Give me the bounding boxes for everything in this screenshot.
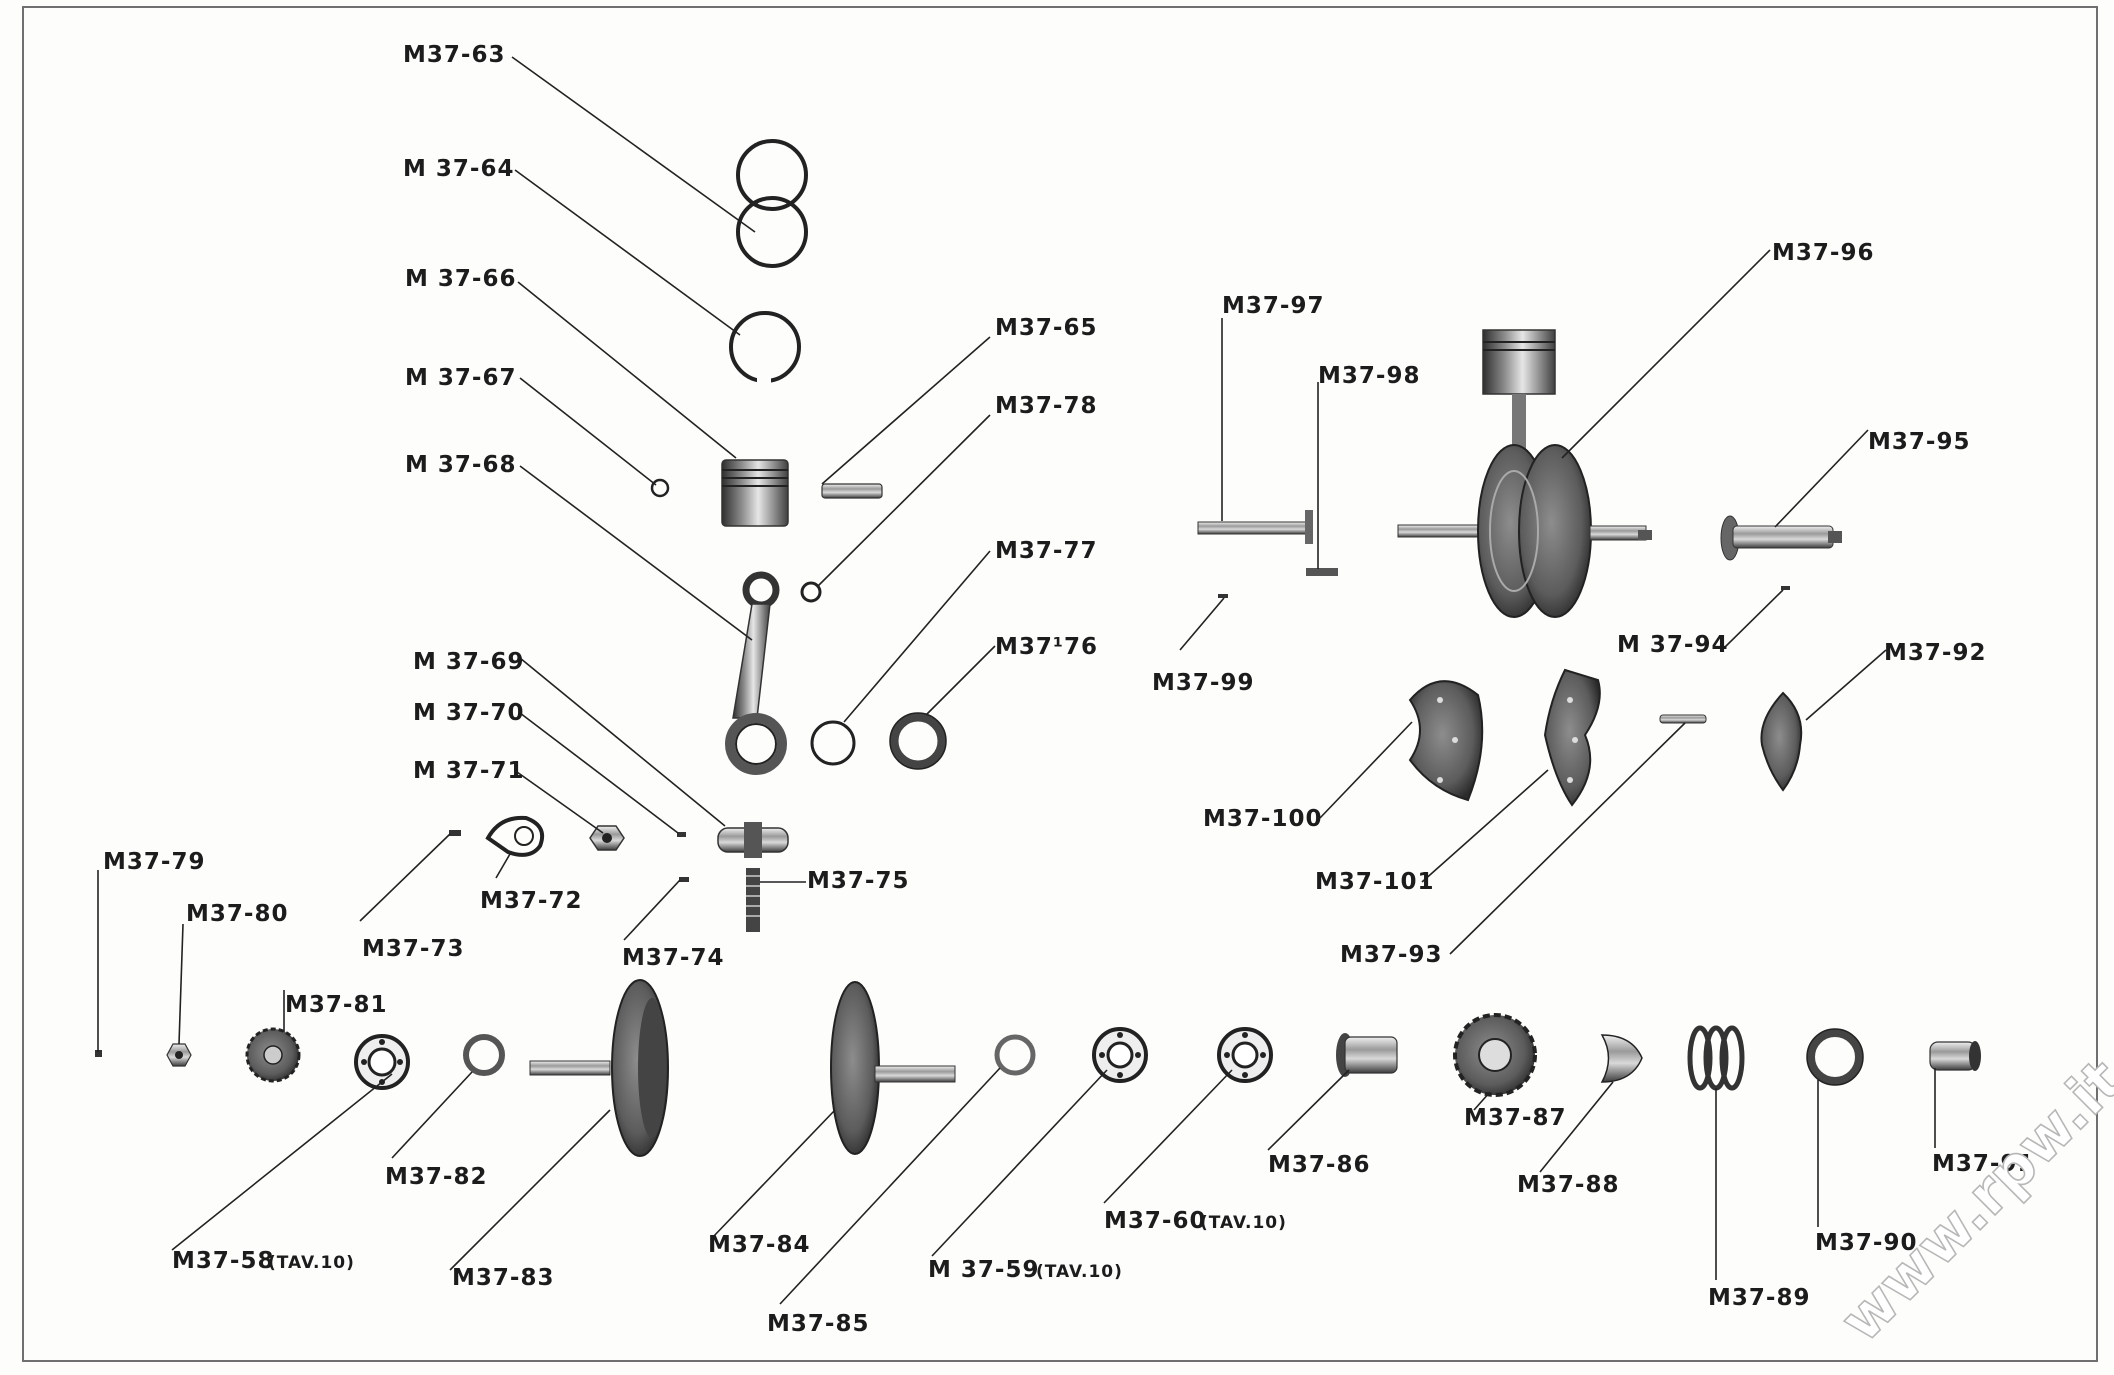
- label-M37-70: M 37-70: [413, 700, 524, 726]
- label-M37-100: M37-100: [1203, 806, 1322, 832]
- label-M37-63: M37-63: [403, 42, 505, 68]
- part-rocker-shaft-assembly: [717, 822, 789, 932]
- part-counterweight-100: [1408, 680, 1484, 802]
- label-M37-81: M37-81: [285, 992, 387, 1018]
- part-bearing-58: [354, 1034, 410, 1090]
- leader-lines: [97, 56, 1936, 1305]
- part-counterweight-92: [1760, 691, 1803, 792]
- label-M37-83: M37-83: [452, 1265, 554, 1291]
- part-small-pin-74: [679, 877, 689, 882]
- label-M37-96: M37-96: [1772, 240, 1874, 266]
- part-bracket-72: [485, 815, 545, 857]
- label-M37-97: M37-97: [1222, 293, 1324, 319]
- label-M37-59-ref: (TAV.10): [1036, 1262, 1123, 1282]
- label-M37-73: M37-73: [362, 936, 464, 962]
- part-pin-93: [1659, 714, 1707, 724]
- label-M37-71: M 37-71: [413, 758, 524, 784]
- label-M37-58: M37-58: [172, 1248, 274, 1274]
- part-piston-pin: [821, 483, 883, 499]
- label-M37-65: M37-65: [995, 315, 1097, 341]
- part-bearing-76: [889, 712, 947, 770]
- part-pin-99: [1218, 594, 1228, 598]
- label-M37-92: M37-92: [1884, 640, 1986, 666]
- label-M37-90: M37-90: [1815, 1230, 1917, 1256]
- part-bushing-91: [1929, 1041, 1981, 1071]
- part-bushing-86: [1336, 1033, 1398, 1077]
- part-nut-80: [166, 1043, 192, 1067]
- part-pin-98: [1306, 568, 1338, 576]
- label-M37-72: M37-72: [480, 888, 582, 914]
- label-M37-95: M37-95: [1868, 429, 1970, 455]
- label-M37-66: M 37-66: [405, 266, 516, 292]
- part-ring-77: [810, 720, 856, 766]
- label-M37-99: M37-99: [1152, 670, 1254, 696]
- part-circlip-67: [650, 478, 670, 498]
- part-piston: [721, 459, 789, 527]
- part-washer-82: [463, 1034, 505, 1076]
- label-M37-93: M37-93: [1340, 942, 1442, 968]
- label-M37-86: M37-86: [1268, 1152, 1370, 1178]
- label-M37-74: M37-74: [622, 945, 724, 971]
- label-M37-60-ref: (TAV.10): [1200, 1213, 1287, 1233]
- label-M37-87: M37-87: [1464, 1105, 1566, 1131]
- label-M37-88: M37-88: [1517, 1172, 1619, 1198]
- part-pin-79: [95, 1050, 102, 1057]
- label-M37-89: M37-89: [1708, 1285, 1810, 1311]
- part-small-pin-73: [449, 830, 461, 836]
- part-shaft-95: [1720, 515, 1842, 561]
- part-spring-89: [1687, 1025, 1745, 1091]
- label-M37-82: M37-82: [385, 1164, 487, 1190]
- part-circlip-78: [800, 581, 822, 603]
- part-flywheel-84: [830, 981, 956, 1155]
- watermark: www.rpw.it: [1827, 1046, 2114, 1355]
- label-M37-67: M 37-67: [405, 365, 516, 391]
- part-small-pin-70: [677, 832, 686, 837]
- part-shaft-97: [1197, 510, 1313, 544]
- part-counterweight-101: [1543, 668, 1601, 807]
- label-M37-98: M37-98: [1318, 363, 1420, 389]
- label-M37-68: M 37-68: [405, 452, 516, 478]
- part-sprocket-87: [1453, 1013, 1537, 1097]
- part-labels: M37-63 M 37-64 M 37-66 M 37-67 M 37-68 M…: [103, 42, 2034, 1337]
- label-M37-85: M37-85: [767, 1311, 869, 1337]
- part-piston-ring-lower: [729, 311, 801, 385]
- part-gear-81: [245, 1027, 301, 1083]
- part-crankshaft-assembly: [1397, 329, 1652, 618]
- sheet-border: [22, 6, 2098, 1362]
- label-M37-60: M37-60: [1104, 1208, 1206, 1234]
- part-bearing-60: [1217, 1027, 1273, 1083]
- part-pin-94: [1781, 586, 1790, 590]
- part-nut-71: [589, 825, 625, 851]
- label-M37-101: M37-101: [1315, 869, 1434, 895]
- label-M37-78: M37-78: [995, 393, 1097, 419]
- label-M37-77: M37-77: [995, 538, 1097, 564]
- part-connecting-rod: [725, 571, 787, 775]
- label-M37-80: M37-80: [186, 901, 288, 927]
- label-M37-84: M37-84: [708, 1232, 810, 1258]
- part-seal-90: [1806, 1028, 1864, 1086]
- part-flywheel-83: [529, 979, 669, 1157]
- label-M37-59: M 37-59: [928, 1257, 1039, 1283]
- label-M37-94: M 37-94: [1617, 632, 1728, 658]
- part-washer-85: [994, 1034, 1036, 1076]
- label-M37-64: M 37-64: [403, 156, 514, 182]
- part-cup-88: [1600, 1034, 1643, 1083]
- label-M37-58-ref: (TAV.10): [268, 1253, 355, 1273]
- part-bearing-59: [1092, 1027, 1148, 1083]
- label-M37-69: M 37-69: [413, 649, 524, 675]
- part-piston-ring-upper: [736, 139, 808, 268]
- label-M37-75: M37-75: [807, 868, 909, 894]
- label-M37-76: M37¹76: [995, 634, 1098, 660]
- label-M37-79: M37-79: [103, 849, 205, 875]
- label-M37-91: M37-91: [1932, 1151, 2034, 1177]
